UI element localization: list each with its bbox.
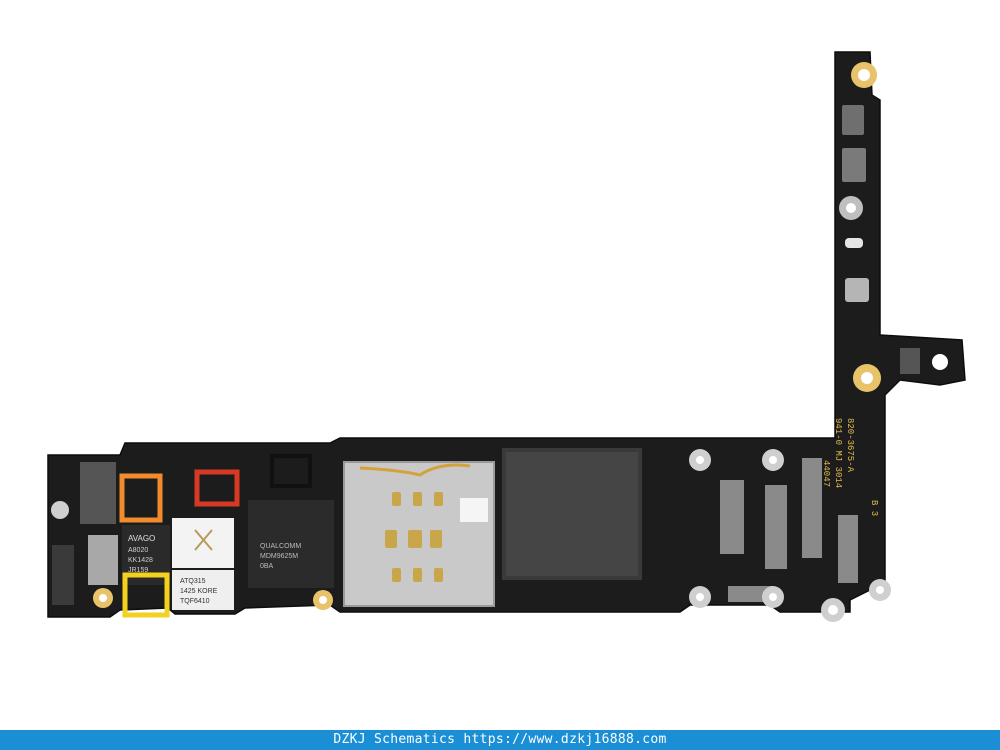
svg-text:KK1428: KK1428 [128, 557, 153, 564]
triquint-chip [172, 570, 234, 610]
avago-label: AVAGO [128, 534, 155, 543]
svg-text:941-0 MJ 3014: 941-0 MJ 3014 [833, 418, 843, 488]
svg-text:QUALCOMM: QUALCOMM [260, 543, 301, 550]
svg-text:44047: 44047 [821, 460, 831, 487]
svg-text:0BA: 0BA [260, 563, 274, 570]
svg-text:A8020: A8020 [128, 547, 148, 554]
logic-board-illustration: AVAGO A8020 KK1428 JR159 ATQ315 1425 KOR… [47, 51, 966, 622]
footer-text: DZKJ Schematics https://www.dzkj16888.co… [333, 732, 667, 747]
qualcomm-modem-chip [248, 500, 334, 588]
connector [842, 105, 864, 135]
board-connector [838, 515, 858, 583]
highlight-black-box [270, 454, 312, 488]
board-connector [802, 458, 822, 558]
shield-can [88, 535, 118, 585]
svg-text:B 3: B 3 [869, 500, 879, 516]
svg-text:1425 KORE: 1425 KORE [180, 588, 218, 595]
connector [842, 148, 866, 182]
connector [845, 278, 869, 302]
svg-text:MDM9625M: MDM9625M [260, 553, 298, 560]
highlight-orange-box [119, 473, 163, 523]
board-connector [720, 480, 744, 554]
svg-text:820-3675-A: 820-3675-A [845, 418, 855, 473]
watermark-footer-bar: DZKJ Schematics https://www.dzkj16888.co… [0, 730, 1000, 750]
svg-text:TQF6410: TQF6410 [180, 598, 210, 605]
highlight-yellow-box [122, 572, 170, 618]
connector-cluster [80, 462, 116, 524]
rf-module-chip [172, 518, 234, 568]
svg-text:JR159: JR159 [128, 567, 148, 574]
board-connector [765, 485, 787, 569]
highlight-red-box [194, 469, 240, 507]
svg-text:ATQ315: ATQ315 [180, 578, 206, 585]
iphone-logic-board-photo: AVAGO A8020 KK1428 JR159 ATQ315 1425 KOR… [47, 51, 966, 622]
